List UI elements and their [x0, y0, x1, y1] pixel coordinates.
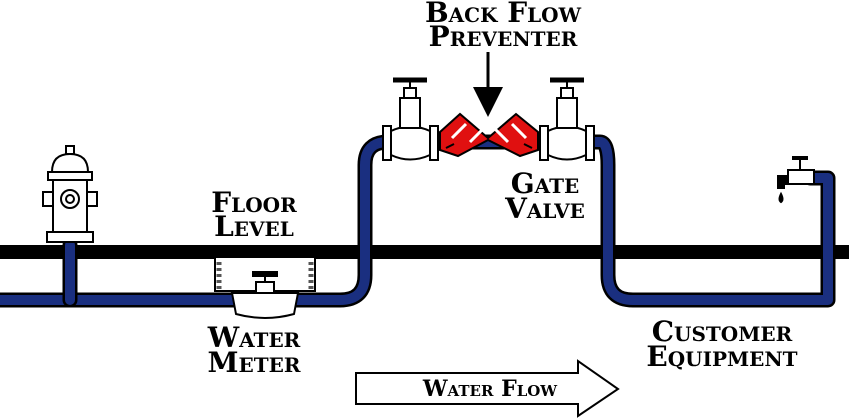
water-flow-label: Water Flow — [422, 376, 558, 402]
customer-equipment-label-line2: Equipment — [646, 340, 797, 373]
water-meter-label-line1: Water — [207, 321, 301, 354]
customer-equipment-label-line1: Customer — [652, 315, 793, 348]
back-flow-label-line1: Back Flow — [425, 0, 582, 29]
gate-valve-left-icon — [382, 77, 439, 161]
floor-level-label-line1: Floor — [211, 186, 297, 219]
backflow-preventer-icon — [439, 112, 539, 158]
arrow-right-icon — [355, 359, 620, 418]
floor-level-label-line2: Level — [214, 210, 294, 243]
gate-valve-label-line2: Valve — [504, 192, 585, 225]
water-meter-icon — [230, 271, 300, 319]
fire-hydrant-icon — [42, 145, 98, 243]
floor-line — [0, 245, 849, 259]
back-flow-label-line2: Preventer — [429, 20, 578, 53]
gate-valve-right-icon — [539, 77, 595, 161]
water-pipe — [0, 134, 836, 308]
gate-valve-label-line1: Gate — [511, 167, 579, 200]
faucet-icon — [777, 156, 815, 204]
water-meter-label-line2: Meter — [208, 346, 301, 379]
